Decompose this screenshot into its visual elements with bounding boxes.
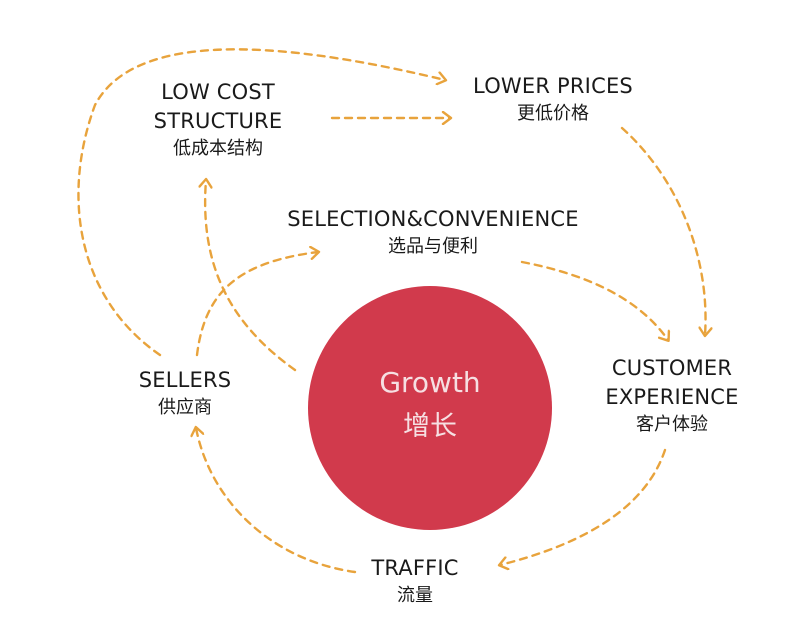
arrow-lowerprices-to-customer [620, 126, 706, 335]
sellers-en: SELLERS [138, 368, 232, 392]
center-title-zh: 增长 [403, 411, 457, 442]
node-traffic: TRAFFIC 流量 [355, 554, 475, 609]
traffic-zh: 流量 [397, 585, 433, 606]
arrow-customer-to-traffic [500, 448, 667, 565]
customer-en-line2: EXPERIENCE [605, 385, 739, 409]
node-selection-convenience: SELECTION&CONVENIENCE 选品与便利 [258, 205, 608, 260]
arrow-traffic-to-sellers [196, 428, 357, 574]
growth-circle [308, 286, 552, 530]
selection-zh: 选品与便利 [388, 236, 478, 257]
low-cost-zh: 低成本结构 [173, 138, 263, 159]
customer-en-line1: CUSTOMER [611, 356, 733, 380]
node-lower-prices: LOWER PRICES 更低价格 [452, 72, 654, 127]
arrow-selection-to-customer [520, 260, 668, 340]
selection-en: SELECTION&CONVENIENCE [287, 207, 579, 231]
low-cost-en-line1: LOW COST [161, 80, 275, 104]
node-sellers: SELLERS 供应商 [120, 366, 250, 421]
customer-zh: 客户体验 [636, 414, 708, 435]
arrow-growth-to-lowcost [205, 180, 297, 372]
traffic-en: TRAFFIC [371, 556, 459, 580]
lower-prices-en: LOWER PRICES [473, 74, 633, 98]
sellers-zh: 供应商 [158, 397, 212, 418]
low-cost-en-line2: STRUCTURE [153, 109, 283, 133]
arrow-sellers-to-selection [195, 252, 318, 357]
node-customer-experience: CUSTOMER EXPERIENCE 客户体验 [582, 354, 762, 438]
node-low-cost-structure: LOW COST STRUCTURE 低成本结构 [138, 78, 298, 162]
center-title-en: Growth [379, 366, 481, 399]
lower-prices-zh: 更低价格 [517, 103, 589, 124]
arrow-sellers-to-lower-prices [77, 48, 445, 357]
